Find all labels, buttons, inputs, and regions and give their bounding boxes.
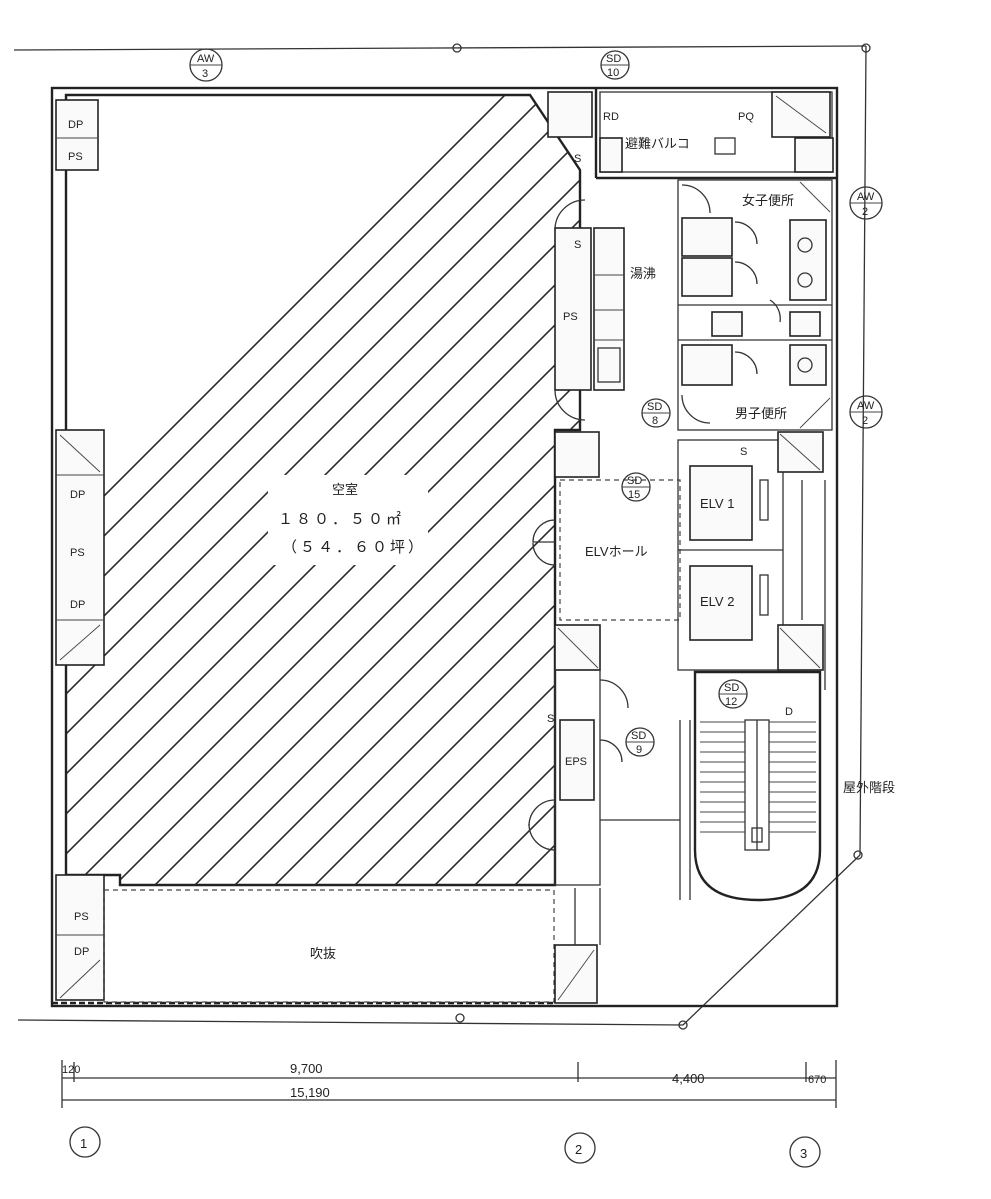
hatch-line bbox=[66, 95, 580, 885]
svg-text:AW: AW bbox=[857, 191, 875, 203]
hatch-line bbox=[66, 95, 580, 885]
hatch-line bbox=[299, 95, 580, 885]
s-label-top: S bbox=[574, 153, 581, 165]
svg-text:SD: SD bbox=[606, 53, 621, 65]
d-label: D bbox=[785, 706, 793, 718]
toilet-block bbox=[677, 179, 833, 431]
left-shafts bbox=[55, 99, 105, 1001]
svg-text:1: 1 bbox=[80, 1136, 87, 1151]
svg-text:3: 3 bbox=[202, 68, 208, 80]
svg-text:2: 2 bbox=[575, 1142, 582, 1157]
hatch-line bbox=[99, 95, 580, 885]
tag-sd12: SD 12 bbox=[718, 679, 748, 709]
dp-label-mid2: DP bbox=[70, 599, 85, 611]
hatch-line bbox=[66, 95, 580, 885]
svg-text:8: 8 bbox=[652, 415, 658, 427]
elv2-label: ELV 2 bbox=[700, 594, 734, 609]
tag-aw3: AW 3 bbox=[189, 48, 223, 82]
svg-text:3: 3 bbox=[800, 1146, 807, 1161]
vacant-room-label: 空室 bbox=[332, 482, 358, 497]
svg-text:15: 15 bbox=[628, 489, 640, 501]
eps-block bbox=[528, 669, 691, 900]
hatch-line bbox=[66, 95, 580, 885]
hatch-line bbox=[379, 95, 580, 885]
grid-axis-1: 1 bbox=[69, 1126, 101, 1158]
elevator-core bbox=[532, 431, 826, 690]
svg-text:9: 9 bbox=[636, 744, 642, 756]
dim-120: 120 bbox=[62, 1064, 80, 1076]
vacant-room-area-tsubo: （５４．６０坪） bbox=[282, 539, 426, 556]
hatch-line bbox=[820, 80, 991, 900]
elv1-label: ELV 1 bbox=[700, 496, 734, 511]
grid-axis-2: 2 bbox=[564, 1132, 596, 1164]
outdoor-stairs bbox=[693, 670, 822, 902]
site-boundary bbox=[13, 43, 871, 1030]
elv-hall-label: ELVホール bbox=[585, 544, 648, 559]
ps-label-bottom: PS bbox=[74, 911, 89, 923]
rd-label: RD bbox=[603, 111, 619, 123]
ps-label-kitchen: PS bbox=[563, 311, 578, 323]
tag-aw2-mid: AW 2 bbox=[849, 395, 883, 429]
pq-label: PQ bbox=[738, 111, 754, 123]
balcony-area bbox=[547, 91, 834, 173]
hatch-line bbox=[620, 80, 991, 900]
svg-text:SD: SD bbox=[647, 401, 662, 413]
hatch-line bbox=[259, 95, 580, 885]
balcony-label: 避難バルコ bbox=[625, 136, 690, 151]
vacant-room-area-m2: １８０．５０㎡ bbox=[278, 511, 404, 528]
svg-text:10: 10 bbox=[607, 67, 619, 79]
svg-text:AW: AW bbox=[857, 400, 875, 412]
grid-axis-3: 3 bbox=[789, 1136, 821, 1168]
svg-text:SD: SD bbox=[724, 682, 739, 694]
tag-sd15: SD 15 bbox=[621, 472, 651, 502]
dp-label-top: DP bbox=[68, 119, 83, 131]
building-outline bbox=[50, 86, 839, 1008]
hatch-line bbox=[179, 95, 580, 885]
hatch-line bbox=[66, 95, 521, 885]
dim-670: 670 bbox=[808, 1074, 826, 1086]
kitchenette-label: 湯沸 bbox=[630, 266, 656, 281]
s-label-elv: S bbox=[740, 446, 747, 458]
void-label: 吹抜 bbox=[310, 946, 336, 961]
hatch-line bbox=[139, 95, 580, 885]
s-label-eps: S bbox=[547, 713, 554, 725]
hatch-line bbox=[66, 95, 561, 885]
s-label-kitchen: S bbox=[574, 239, 581, 251]
tag-aw2-top: AW 2 bbox=[849, 186, 883, 220]
svg-text:2: 2 bbox=[862, 206, 868, 218]
dim-4400: 4,400 bbox=[672, 1071, 705, 1086]
void-area: 吹抜 bbox=[103, 888, 601, 1004]
tag-sd8: SD 8 bbox=[641, 398, 671, 428]
svg-text:SD: SD bbox=[627, 475, 642, 487]
ps-label-mid: PS bbox=[70, 547, 85, 559]
outdoor-stairs-label: 屋外階段 bbox=[843, 780, 895, 795]
vacant-office-hatch bbox=[66, 80, 991, 900]
dim-total: 15,190 bbox=[290, 1085, 330, 1100]
hatch-line bbox=[940, 80, 991, 900]
kitchenette-block bbox=[554, 199, 625, 421]
svg-text:2: 2 bbox=[862, 415, 868, 427]
eps-label: EPS bbox=[565, 756, 587, 768]
dp-label-bottom: DP bbox=[74, 946, 89, 958]
hatch-line bbox=[780, 80, 991, 900]
dp-label-mid1: DP bbox=[70, 489, 85, 501]
mens-toilet-label: 男子便所 bbox=[735, 406, 787, 421]
tag-sd9: SD 9 bbox=[625, 727, 655, 757]
ps-label-top: PS bbox=[68, 151, 83, 163]
svg-text:AW: AW bbox=[197, 53, 215, 65]
hatch-line bbox=[900, 80, 991, 900]
hatch-line bbox=[980, 80, 991, 900]
svg-text:12: 12 bbox=[725, 696, 737, 708]
hatch-line bbox=[219, 95, 580, 885]
hatch-line bbox=[339, 95, 580, 885]
dim-9700: 9,700 bbox=[290, 1061, 323, 1076]
vacant-room-label-block: 空室 １８０．５０㎡ （５４．６０坪） bbox=[268, 475, 428, 565]
womens-toilet-label: 女子便所 bbox=[742, 193, 794, 208]
tag-sd10: SD 10 bbox=[600, 50, 630, 80]
dimension-lines bbox=[61, 1060, 837, 1108]
svg-text:SD: SD bbox=[631, 730, 646, 742]
